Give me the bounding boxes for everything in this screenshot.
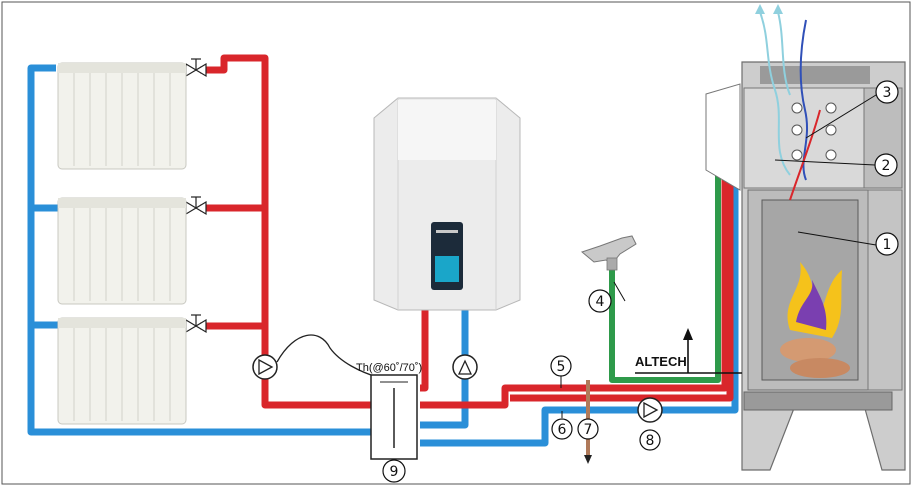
flue-gas-lines <box>759 11 821 201</box>
pump-stove-circuit <box>637 397 663 423</box>
callout-9-text: 9 <box>390 464 399 480</box>
thermostat-label: Th(@60˚/70˚) <box>356 362 422 374</box>
flue-arrow-icons <box>755 4 783 14</box>
buffer-tank <box>370 374 418 460</box>
altech-label: ALTECH <box>635 354 687 369</box>
callout-7: 7 <box>577 418 599 440</box>
valve-top <box>185 58 207 78</box>
valve-bottom <box>185 314 207 334</box>
callout-5: 5 <box>550 355 572 377</box>
callout-2-text: 2 <box>882 158 891 174</box>
pump-boiler-circuit <box>452 354 478 380</box>
callout-4-text: 4 <box>596 294 605 310</box>
callout-6-text: 6 <box>558 422 567 438</box>
drain-arrow-icon <box>584 455 592 464</box>
pump-radiator-circuit <box>252 354 278 380</box>
wall-boiler <box>373 97 521 311</box>
callout-1-text: 1 <box>883 237 892 253</box>
callout-1: 1 <box>875 232 899 256</box>
callout-3: 3 <box>875 80 899 104</box>
callout-7-text: 7 <box>584 422 593 438</box>
tap-faucet <box>580 235 637 271</box>
radiator-bottom <box>57 317 187 425</box>
thermostat-wire <box>276 334 381 379</box>
hot-flow-pipes <box>200 54 734 409</box>
callout-8-text: 8 <box>646 433 655 449</box>
radiator-middle <box>57 197 187 305</box>
callout-8: 8 <box>639 429 661 451</box>
callout-3-text: 3 <box>883 85 892 101</box>
altech-up-arrow-icon <box>683 328 693 340</box>
callout-5-text: 5 <box>557 359 566 375</box>
radiator-valves <box>185 58 207 334</box>
callout-6: 6 <box>551 418 573 440</box>
callout-9: 9 <box>382 459 406 483</box>
cold-return-pipes <box>27 64 739 447</box>
callout-2: 2 <box>874 153 898 177</box>
radiator-top <box>57 62 187 170</box>
callout-4: 4 <box>588 289 612 313</box>
callout-leaders <box>560 94 877 418</box>
boiler-display <box>435 256 459 282</box>
